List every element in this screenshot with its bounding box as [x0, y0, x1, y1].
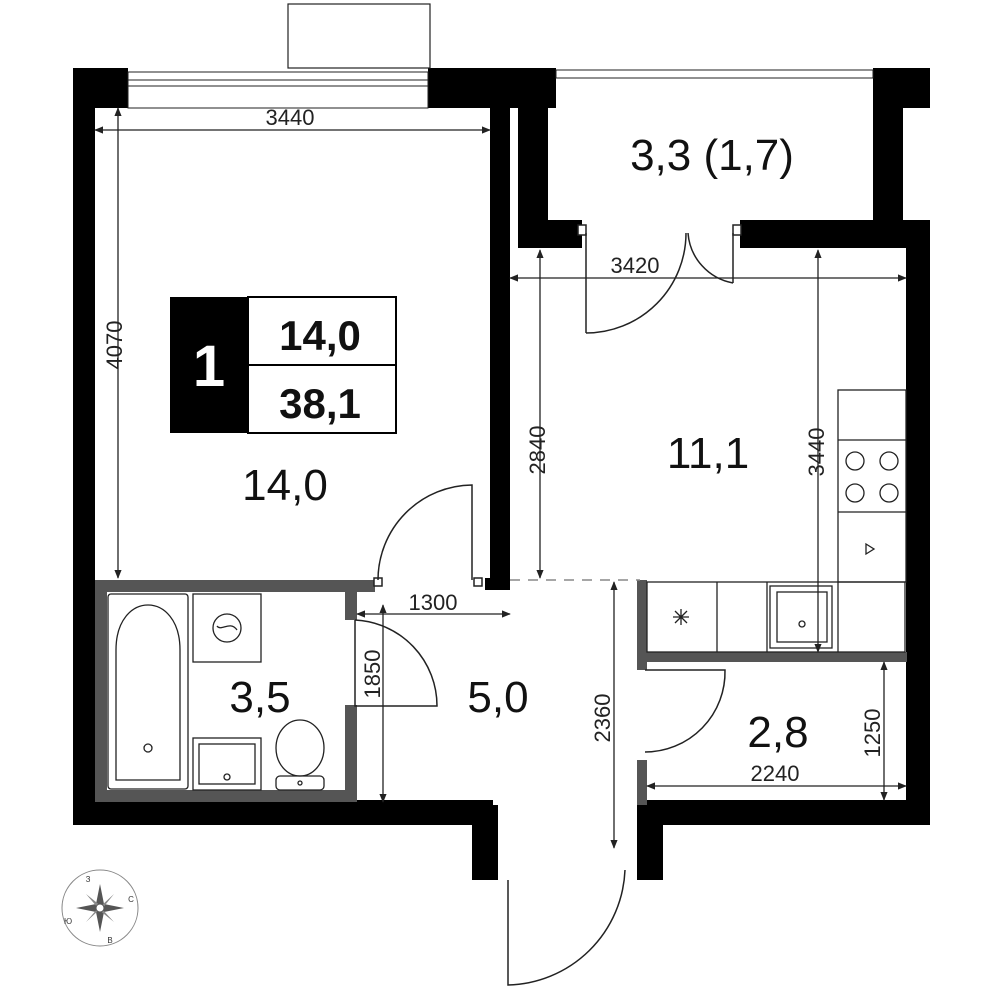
dim-kitchen-depth-left: 2840 [525, 426, 550, 475]
window-balcony [555, 69, 874, 79]
dim-kitchen-width: 3420 [611, 253, 660, 278]
storage-walls [637, 580, 907, 805]
compass-w: Ю [64, 917, 72, 926]
window-living [127, 71, 429, 109]
room-area-bathroom: 3,5 [229, 673, 290, 722]
bathtub [107, 593, 189, 790]
dim-storage-width: 2240 [751, 761, 800, 786]
dim-kitchen-depth-right: 3440 [804, 428, 829, 477]
apartment-badge: 1 14,0 38,1 [170, 296, 397, 434]
dim-bath-depth: 1850 [360, 650, 385, 699]
compass-n: З [86, 875, 91, 884]
badge-room-count: 1 [193, 334, 225, 399]
ventilation-unit [287, 3, 431, 69]
dim-hall-depth: 2360 [590, 694, 615, 743]
badge-living-area: 14,0 [279, 312, 361, 359]
room-area-living: 14,0 [242, 461, 328, 510]
kitchen-counter [646, 389, 907, 653]
sink-bathroom [192, 737, 262, 791]
room-area-hallway: 5,0 [467, 673, 528, 722]
compass-e: С [128, 895, 134, 904]
dimension-lines [94, 107, 907, 849]
room-area-kitchen: 11,1 [667, 429, 749, 478]
dim-bath-width: 1300 [409, 590, 458, 615]
dim-living-width: 3440 [266, 105, 315, 130]
compass-s: В [107, 936, 112, 945]
dim-living-depth: 4070 [102, 321, 127, 370]
room-area-balcony: 3,3 (1,7) [630, 131, 794, 180]
exterior-walls [73, 68, 930, 880]
dim-storage-depth: 1250 [860, 709, 885, 758]
badge-total-area: 38,1 [279, 380, 361, 427]
washing-machine [192, 593, 262, 663]
doors [354, 224, 742, 986]
compass: З С В Ю [61, 869, 139, 947]
room-area-storage: 2,8 [747, 708, 808, 757]
bathroom-walls [95, 580, 375, 802]
toilet [275, 719, 325, 791]
